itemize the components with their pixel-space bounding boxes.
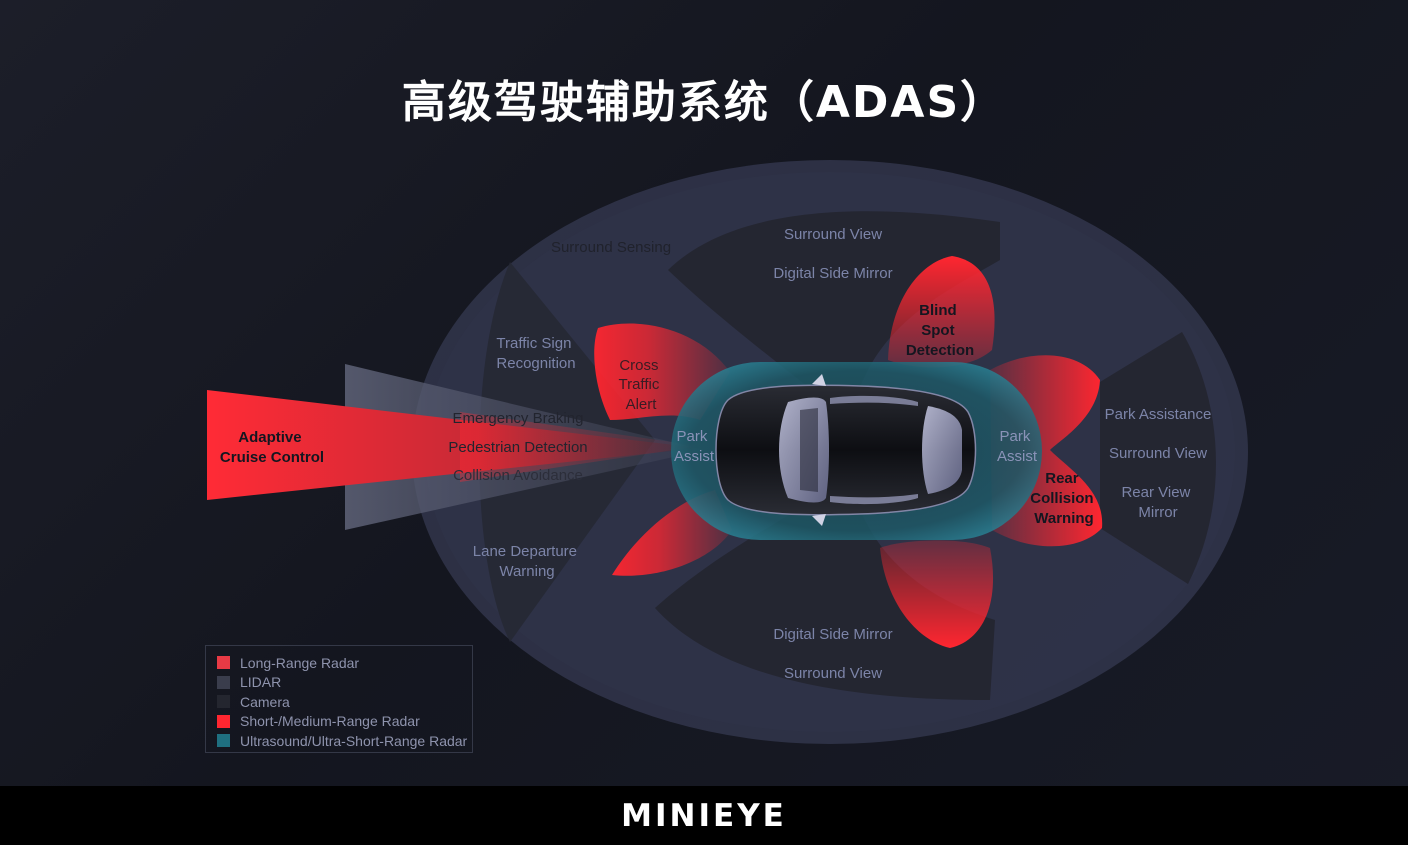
legend: Long-Range Radar LIDAR Camera Short-/Med… <box>205 645 473 753</box>
cross-traffic-alert-label: Cross Traffic Alert <box>618 357 663 413</box>
car-top-view <box>715 374 977 526</box>
park-assistance-label: Park Assistance <box>1105 406 1212 423</box>
camera-zone-top <box>668 211 1000 420</box>
lane-departure-warning-label: Lane Departure Warning <box>473 543 581 580</box>
legend-label: Long-Range Radar <box>240 654 360 671</box>
park-assist-front-label: Park Assist <box>674 428 715 465</box>
surround-sensing-label: Surround Sensing <box>551 239 671 256</box>
legend-label: Camera <box>240 693 290 710</box>
legend-label: LIDAR <box>240 674 282 691</box>
legend-item-long-range-radar: Long-Range Radar <box>217 653 472 673</box>
camera-zone-right <box>1100 332 1216 584</box>
legend-swatch <box>217 675 230 689</box>
footer-bar: MINIEYE <box>0 786 1408 845</box>
adas-sensor-diagram: Adaptive Cruise Control Surround Sensing… <box>207 160 1248 744</box>
blind-spot-radar-bottom <box>880 540 994 648</box>
legend-item-lidar: LIDAR <box>217 673 472 693</box>
digital-side-mirror-bottom-label: Digital Side Mirror <box>773 626 892 643</box>
rear-view-mirror-label: Rear View Mirror <box>1121 484 1194 521</box>
emergency-braking-label: Emergency Braking <box>453 410 584 427</box>
center-radar-beams <box>460 412 700 482</box>
surround-view-bottom-label: Surround View <box>784 665 882 682</box>
blind-spot-radar-top <box>888 256 995 368</box>
legend-label: Ultrasound/Ultra-Short-Range Radar <box>240 732 468 749</box>
digital-side-mirror-top-label: Digital Side Mirror <box>773 265 892 282</box>
page-title: 高级驾驶辅助系统（ADAS） <box>401 77 1007 128</box>
park-assist-rear-label: Park Assist <box>997 428 1038 465</box>
camera-zone-bottom <box>655 480 995 700</box>
long-range-radar-zone <box>207 390 700 500</box>
legend-swatch <box>217 695 230 709</box>
legend-item-short-medium-range-radar: Short-/Medium-Range Radar <box>217 712 472 732</box>
legend-swatch <box>217 734 230 748</box>
surround-view-top-label: Surround View <box>784 226 882 243</box>
legend-item-ultrasound: Ultrasound/Ultra-Short-Range Radar <box>217 731 472 751</box>
legend-swatch <box>217 714 230 728</box>
legend-swatch <box>217 656 230 670</box>
adaptive-cruise-control-label: Adaptive Cruise Control <box>220 429 324 466</box>
legend-item-camera: Camera <box>217 692 472 712</box>
blind-spot-detection-label: Blind Spot Detection <box>906 302 974 359</box>
rear-collision-warning-label: Rear Collision Warning <box>1030 470 1098 527</box>
pedestrian-detection-label: Pedestrian Detection <box>448 439 587 456</box>
surround-view-right-label: Surround View <box>1109 445 1207 462</box>
legend-label: Short-/Medium-Range Radar <box>240 713 420 730</box>
brand-logo: MINIEYE <box>621 798 787 834</box>
collision-avoidance-label: Collision Avoidance <box>453 467 583 484</box>
traffic-sign-recognition-label: Traffic Sign Recognition <box>496 335 575 372</box>
